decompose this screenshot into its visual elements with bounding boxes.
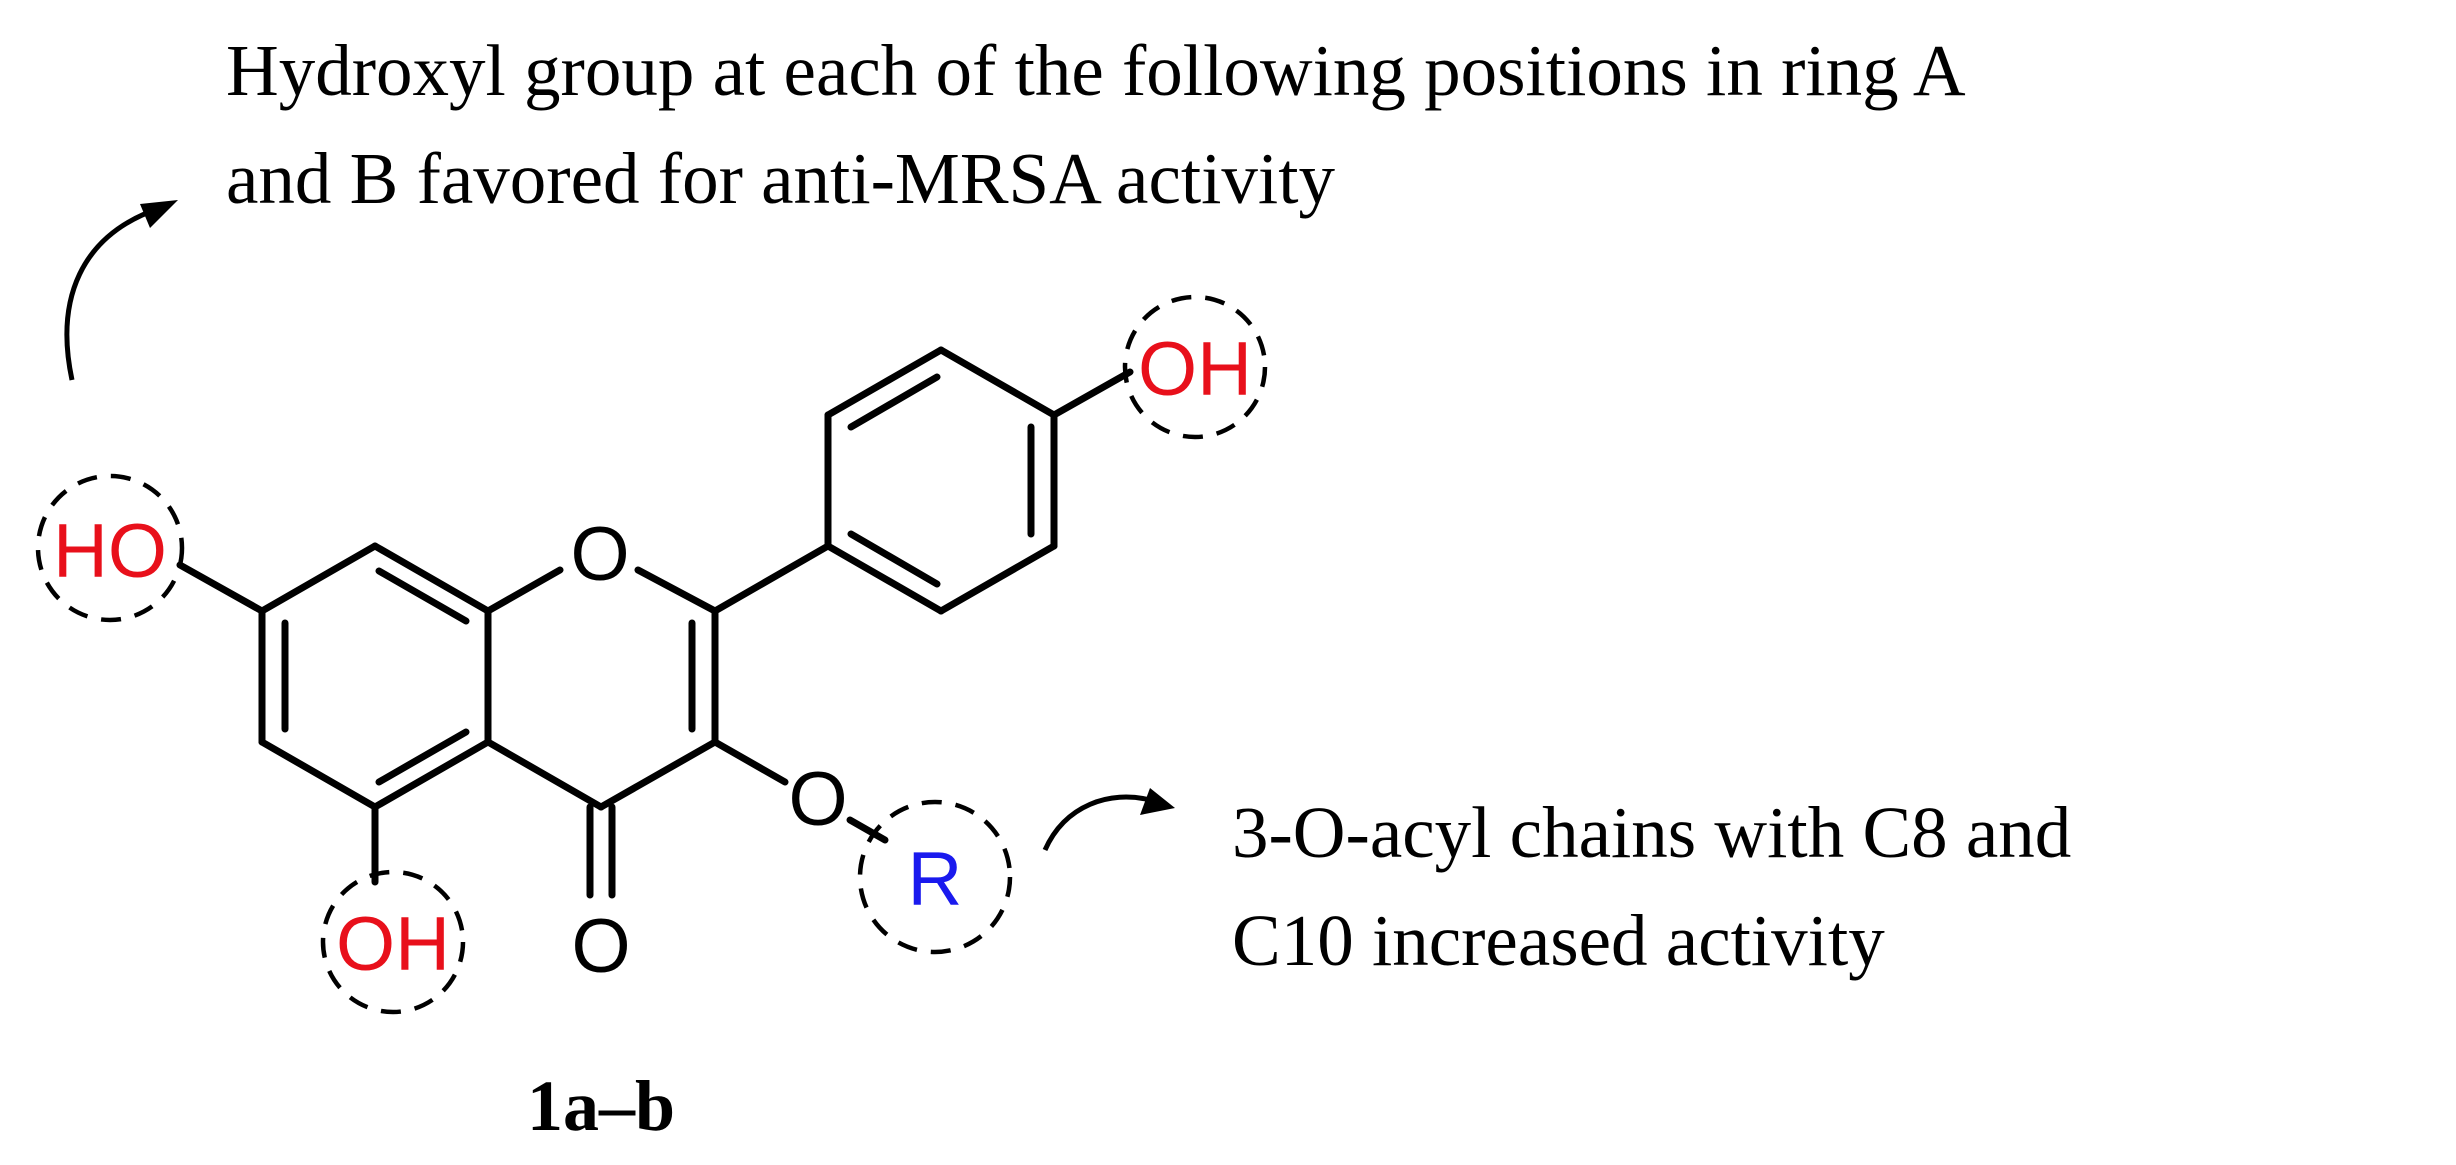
oh-b-ring-label: OH	[1138, 327, 1252, 412]
right-annotation-line1: 3-O-acyl chains with C8 and	[1232, 792, 2071, 873]
top-annotation-line2: and B favored for anti-MRSA activity	[226, 138, 1335, 219]
curved-arrow-top	[64, 200, 178, 381]
highlight-circles	[35, 294, 1268, 1015]
carbonyl-oxygen-label: O	[571, 904, 630, 989]
oh-position5-label: OH	[336, 902, 450, 987]
molecule-bonds	[176, 346, 1134, 899]
curved-arrow-right	[1042, 788, 1175, 852]
compound-label: 1a–b	[527, 1066, 675, 1146]
r-group-label: R	[908, 837, 963, 922]
top-annotation-line1: Hydroxyl group at each of the following …	[226, 30, 1966, 111]
ester-oxygen-label: O	[788, 757, 847, 842]
ring-oxygen-label: O	[570, 512, 629, 597]
ho-ring-a-label: HO	[53, 509, 167, 594]
right-annotation-line2: C10 increased activity	[1232, 900, 1885, 981]
